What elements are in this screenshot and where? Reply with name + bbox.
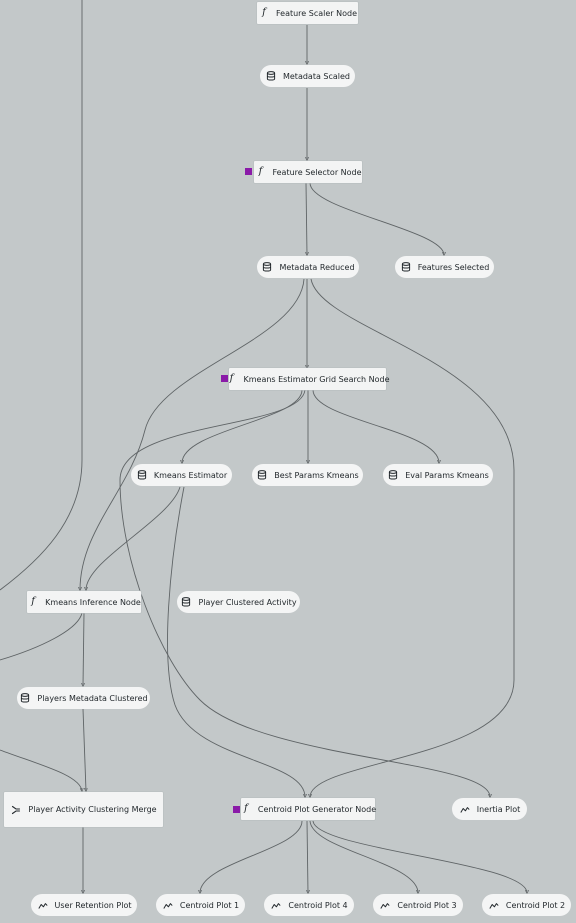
node-label: Centroid Plot 4: [288, 900, 348, 910]
node-best-params-kmeans[interactable]: Best Params Kmeans: [252, 464, 363, 486]
node-label: Feature Selector Node: [272, 167, 362, 177]
function-icon: f: [258, 166, 263, 177]
node-label: Kmeans Estimator: [153, 470, 228, 480]
node-label: User Retention Plot: [54, 900, 132, 910]
edge-centroid-to-plot2: [312, 820, 527, 893]
node-feature-scaler[interactable]: f Feature Scaler Node: [257, 2, 358, 24]
node-label: Players Metadata Clustered: [37, 693, 148, 703]
edge-grid-to-inertia: [119, 389, 490, 797]
edge-offscreen-to-inference: [0, 0, 83, 591]
node-metadata-scaled[interactable]: Metadata Scaled: [260, 65, 355, 87]
function-icon: f: [31, 596, 35, 607]
node-label: Metadata Scaled: [282, 71, 351, 81]
node-centroid-plot-3[interactable]: Centroid Plot 3: [373, 894, 463, 916]
database-icon: [261, 261, 273, 273]
edge-centroid-to-plot4: [307, 820, 308, 893]
node-label: Feature Scaler Node: [275, 8, 357, 18]
edge-reduced-to-inference: [80, 278, 305, 590]
node-player-activity-clustering-merge[interactable]: Player Activity Clustering Merge: [4, 792, 163, 827]
edge-grid-to-estimator: [182, 389, 303, 463]
edge-inference-to-offscreen: [0, 612, 83, 661]
node-label: Centroid Plot 2: [505, 900, 566, 910]
node-label: Inertia Plot: [476, 804, 521, 814]
function-icon: f: [229, 373, 234, 384]
selected-marker: [221, 375, 228, 382]
database-icon: [136, 469, 148, 481]
plot-icon: [488, 899, 500, 911]
node-label: Player Activity Clustering Merge: [28, 805, 157, 814]
node-label: Centroid Plot Generator Node: [257, 804, 377, 814]
node-label: Kmeans Inference Node: [45, 597, 141, 607]
plot-icon: [379, 899, 391, 911]
node-players-metadata-clustered[interactable]: Players Metadata Clustered: [17, 687, 150, 709]
node-eval-params-kmeans[interactable]: Eval Params Kmeans: [383, 464, 493, 486]
node-label: Features Selected: [417, 262, 490, 272]
edge-centroid-to-plot3: [309, 820, 418, 893]
database-icon: [400, 261, 412, 273]
node-user-retention-plot[interactable]: User Retention Plot: [31, 894, 137, 916]
edge-grid-to-eval: [312, 389, 439, 463]
database-icon: [256, 469, 268, 481]
node-inertia-plot[interactable]: Inertia Plot: [452, 798, 527, 820]
function-icon: f: [244, 803, 248, 814]
node-player-clustered-activity[interactable]: Player Clustered Activity: [177, 591, 300, 613]
node-centroid-plot-2[interactable]: Centroid Plot 2: [482, 894, 571, 916]
node-label: Best Params Kmeans: [274, 470, 359, 480]
edge-estimator-to-centroid: [167, 486, 305, 797]
function-icon: f: [262, 7, 266, 18]
edge-selector-to-reduced: [306, 182, 307, 255]
node-centroid-plot-generator[interactable]: f Centroid Plot Generator Node: [241, 798, 377, 820]
node-label: Kmeans Estimator Grid Search Node: [243, 374, 390, 384]
node-label: Centroid Plot 3: [397, 900, 457, 910]
database-icon: [265, 70, 277, 82]
node-centroid-plot-4[interactable]: Centroid Plot 4: [264, 894, 354, 916]
edge-players-to-merge: [82, 708, 86, 791]
node-label: Player Clustered Activity: [198, 597, 297, 607]
node-kmeans-estimator[interactable]: Kmeans Estimator: [131, 464, 232, 486]
node-kmeans-grid-search[interactable]: f Kmeans Estimator Grid Search Node: [229, 368, 390, 390]
edge-offscreen-to-merge: [0, 749, 82, 791]
merge-icon: [10, 804, 22, 816]
edge-reduced-to-centroid: [310, 278, 515, 797]
database-icon: [180, 596, 192, 608]
plot-icon: [270, 899, 282, 911]
selected-marker: [233, 806, 240, 813]
edge-estimator-to-inference: [86, 486, 181, 590]
node-label: Metadata Reduced: [279, 262, 355, 272]
node-label: Eval Params Kmeans: [405, 470, 489, 480]
database-icon: [387, 469, 399, 481]
edge-centroid-to-plot1: [200, 820, 303, 893]
node-feature-selector[interactable]: f Feature Selector Node: [254, 161, 362, 183]
selected-marker: [245, 168, 252, 175]
node-centroid-plot-1[interactable]: Centroid Plot 1: [156, 894, 245, 916]
node-features-selected[interactable]: Features Selected: [395, 256, 494, 278]
database-icon: [19, 692, 31, 704]
plot-icon: [37, 899, 49, 911]
edge-inference-to-players: [83, 612, 84, 686]
plot-icon: [459, 803, 471, 815]
plot-icon: [162, 899, 174, 911]
node-label: Centroid Plot 1: [179, 900, 240, 910]
edge-selector-to-features: [309, 182, 444, 255]
node-kmeans-inference[interactable]: f Kmeans Inference Node: [27, 591, 141, 613]
node-metadata-reduced[interactable]: Metadata Reduced: [257, 256, 359, 278]
